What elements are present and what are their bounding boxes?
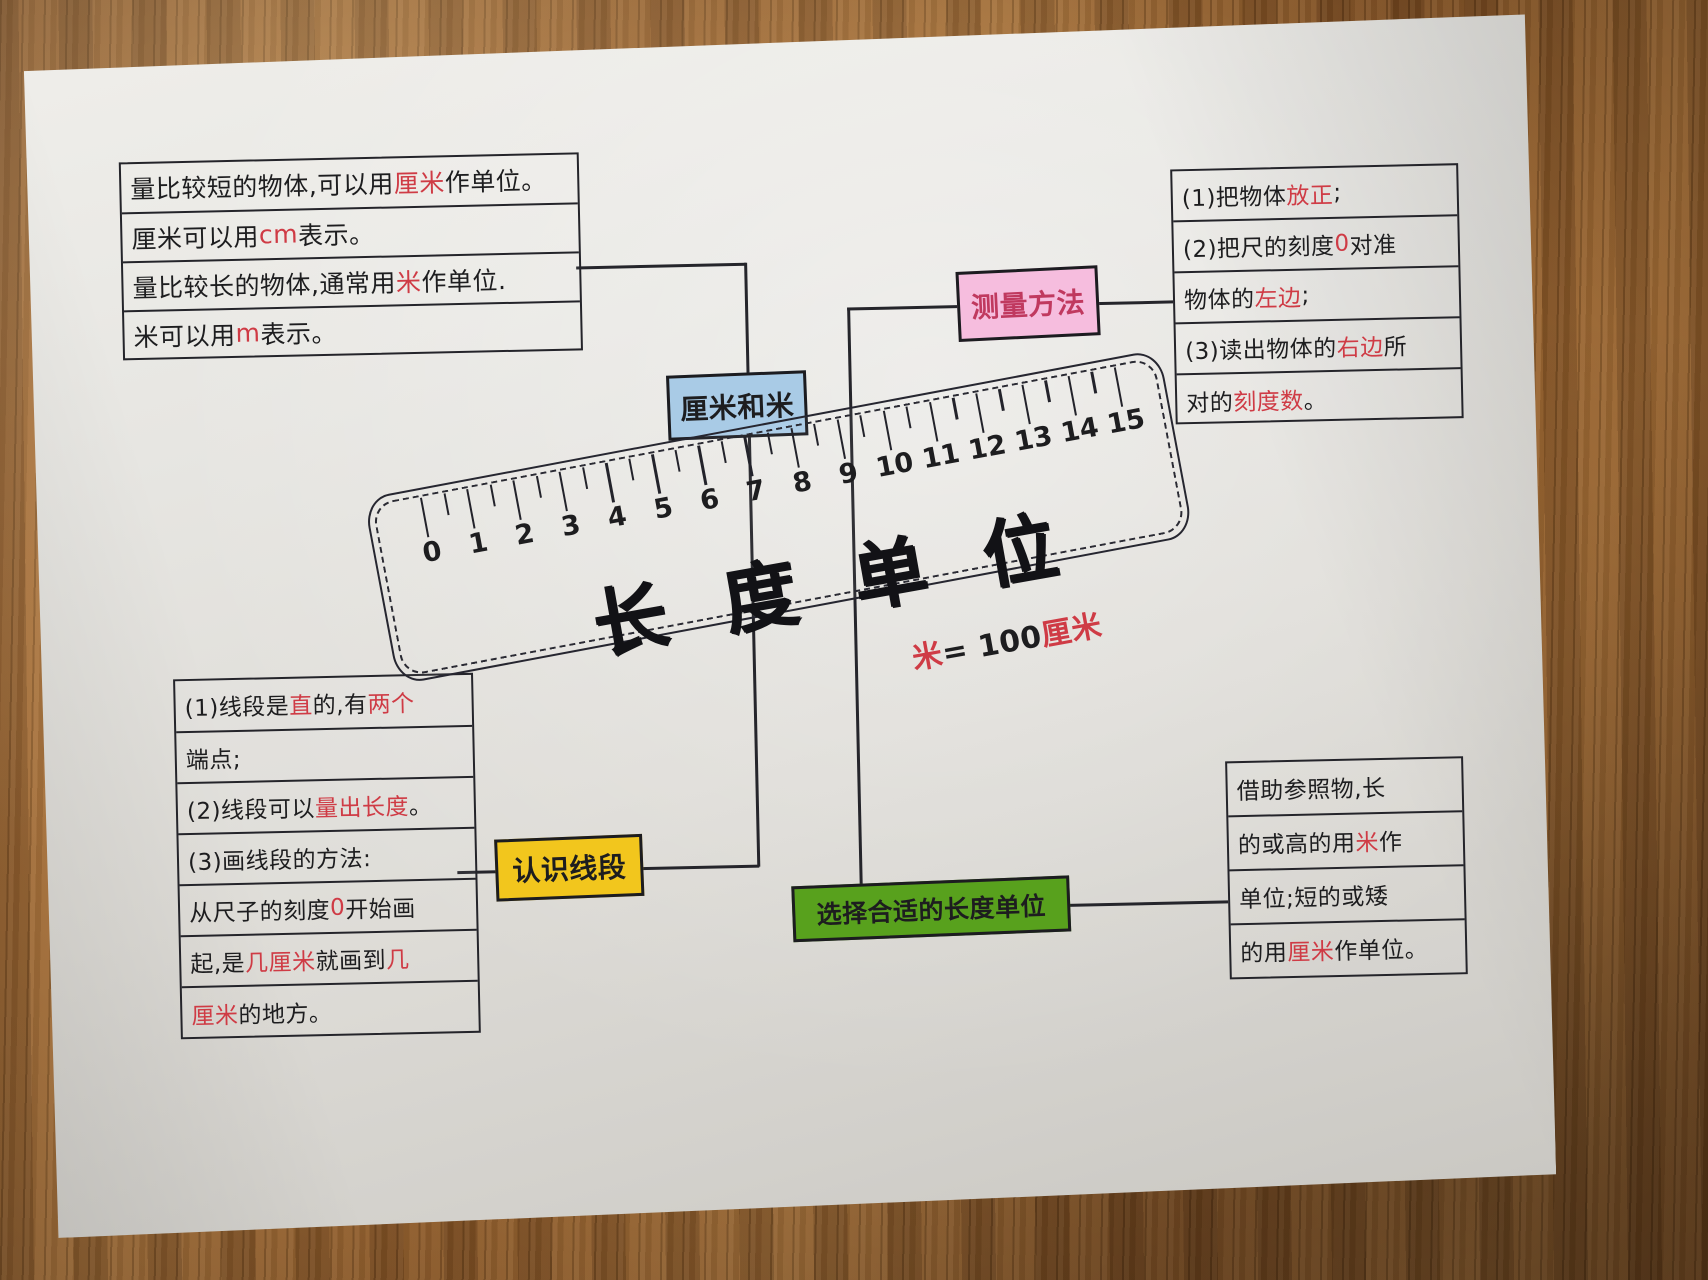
text-span-red: cm (258, 219, 299, 250)
text-span-red: 米 (1355, 830, 1380, 857)
text-span-red: 米 (395, 267, 422, 297)
equation-right: 厘米 (1038, 608, 1105, 654)
table-row: 借助参照物,长 (1227, 758, 1463, 818)
table-row: 对的刻度数。 (1177, 369, 1462, 426)
table-row: 厘米的地方。 (182, 982, 479, 1039)
text-span: 的或高的用 (1237, 830, 1356, 860)
text-span: (1)把物体 (1181, 183, 1287, 212)
wire-units-to-cm (576, 262, 747, 269)
text-span-red: m (235, 318, 261, 348)
text-span: ; (1301, 281, 1310, 309)
wire-units-vertical (744, 262, 750, 373)
text-span: 。 (1303, 387, 1328, 415)
table-row: 物体的左边; (1174, 267, 1460, 325)
text-span: 起,是 (190, 950, 246, 978)
table-row: (3)读出物体的右边所 (1175, 318, 1461, 376)
node-know-segment[interactable]: 认识线段 (494, 833, 645, 902)
text-span: 从尺子的刻度 (188, 897, 331, 927)
wire-method-to-box (1095, 300, 1174, 305)
text-span-red: 左边 (1254, 285, 1302, 313)
text-span: 作单位. (421, 265, 507, 297)
text-span: (2)线段可以 (186, 795, 316, 825)
node-label: 选择合适的长度单位 (816, 891, 1047, 930)
text-span: 的用 (1240, 940, 1288, 968)
segment-note-box: (1)线段是直的,有两个 端点; (2)线段可以量出长度。 (3)画线段的方法:… (173, 672, 481, 1040)
text-span-red: 厘米 (393, 168, 446, 199)
text-span-red: 量出长度 (314, 793, 410, 822)
text-span: 厘米可以用 (131, 221, 260, 254)
equation-mid: = 100 (939, 619, 1045, 672)
choose-note-box: 借助参照物,长 的或高的用米作 单位;短的或矮 的用厘米作单位。 (1225, 756, 1468, 980)
text-span-red: 几厘米 (244, 948, 316, 977)
text-span: 米可以用 (133, 320, 236, 352)
text-span: 表示。 (260, 318, 338, 349)
text-span: (3)读出物体的 (1184, 335, 1337, 365)
wire-method-left (847, 304, 968, 311)
table-row: (3)画线段的方法: (178, 828, 476, 887)
text-span: 对的 (1186, 389, 1234, 417)
text-span: 作单位。 (444, 166, 548, 198)
text-span: 作 (1378, 829, 1403, 857)
text-span: (3)画线段的方法: (187, 845, 372, 876)
text-span: 对准 (1349, 232, 1397, 260)
text-span: 所 (1383, 333, 1408, 361)
table-row: (2)线段可以量出长度。 (177, 777, 475, 836)
text-span: 作单位。 (1334, 937, 1429, 966)
text-span: 就画到 (315, 947, 387, 975)
table-row: 的用厘米作单位。 (1231, 920, 1466, 977)
text-span: 端点; (185, 746, 242, 774)
text-span: (2)把尺的刻度 (1182, 233, 1335, 263)
node-label: 测量方法 (970, 285, 1086, 325)
node-choose-unit[interactable]: 选择合适的长度单位 (791, 875, 1072, 943)
node-measure-method[interactable]: 测量方法 (955, 265, 1101, 342)
text-span: 开始画 (344, 895, 417, 924)
table-row: 端点; (176, 726, 474, 785)
text-span: 量比较长的物体,通常用 (132, 267, 397, 303)
text-span-red: 几 (385, 946, 410, 974)
table-row: 的或高的用米作 (1228, 812, 1464, 872)
text-span-red: 厘米 (1287, 939, 1335, 967)
text-span-red: 放正 (1286, 182, 1334, 210)
table-row: 起,是几厘米就画到几 (180, 930, 478, 989)
text-span: 物体的 (1183, 286, 1255, 314)
text-span: ; (1333, 179, 1342, 206)
text-span-red: 0 (1334, 230, 1350, 257)
node-label: 认识线段 (511, 850, 627, 888)
table-row: (1)线段是直的,有两个 (175, 674, 473, 734)
text-span: 借助参照物,长 (1236, 775, 1386, 806)
text-span: 。 (408, 793, 433, 820)
text-span: 单位;短的或矮 (1238, 883, 1389, 914)
text-span-red: 两个 (367, 691, 415, 719)
table-row: 单位;短的或矮 (1229, 866, 1465, 926)
text-span: 表示。 (297, 219, 375, 251)
text-span-red: 右边 (1336, 334, 1384, 362)
text-span: 量比较短的物体,可以用 (130, 169, 395, 205)
text-span: 的,有 (312, 692, 368, 720)
text-span-red: 刻度数 (1232, 388, 1305, 416)
text-span: 的地方。 (238, 1000, 333, 1029)
text-span-red: 直 (288, 693, 314, 720)
text-span-red: 0 (329, 894, 346, 921)
wire-choose-right (1068, 900, 1229, 907)
text-span: (1)线段是 (184, 693, 290, 723)
table-row: (1)把物体放正; (1172, 165, 1458, 223)
text-span-red: 厘米 (191, 1002, 239, 1030)
